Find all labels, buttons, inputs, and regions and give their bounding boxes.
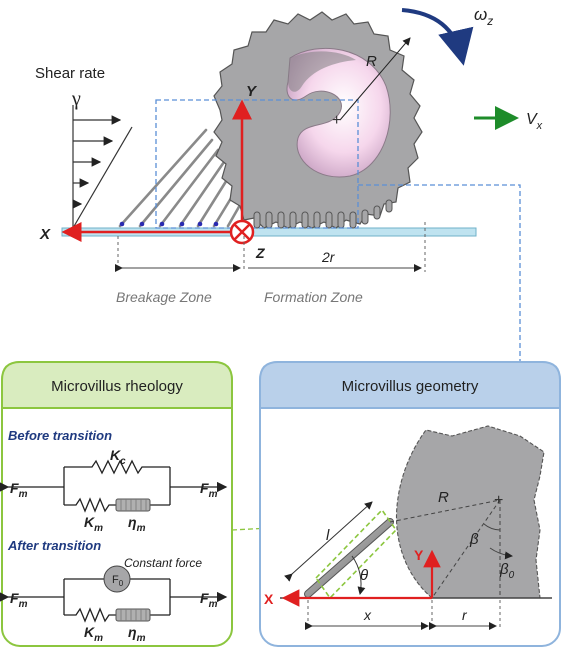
beta0-arc xyxy=(489,547,513,560)
fm-left-after: Fm xyxy=(10,590,28,610)
fm-right-before: Fm xyxy=(200,480,218,500)
eta-label-before: ηm xyxy=(128,514,146,534)
kc-label: Kc xyxy=(110,447,126,467)
fm-right-after: Fm xyxy=(200,590,218,610)
geometry-center: + xyxy=(494,492,503,509)
top-schematic: Shear rate γ xyxy=(35,5,543,368)
rheology-title: Microvillus rheology xyxy=(51,378,183,395)
geometry-y-label: Y xyxy=(414,547,424,563)
after-transition-label: After transition xyxy=(7,538,101,553)
zoom-box xyxy=(155,99,359,229)
radius-line xyxy=(389,499,501,523)
constant-force-label: Constant force xyxy=(124,556,202,570)
geometry-title: Microvillus geometry xyxy=(342,378,479,395)
dashpot-ribs-after xyxy=(120,609,147,621)
beta0-label: β0 xyxy=(499,561,515,581)
fm-left-before: Fm xyxy=(10,480,28,500)
circuit-before xyxy=(0,459,228,513)
before-transition-label: Before transition xyxy=(8,428,112,443)
leukocyte-cell xyxy=(213,11,423,229)
radius-arrow xyxy=(339,37,411,121)
rheology-panel: Microvillus rheology Before transition K… xyxy=(0,361,233,647)
geometry-cell-segment xyxy=(395,425,545,599)
x-dimension-label: x xyxy=(363,607,372,623)
x-axis-label: X xyxy=(39,226,51,243)
circuit-after xyxy=(0,578,228,623)
r-dimension-label: r xyxy=(462,607,468,623)
length-label: l xyxy=(326,527,330,544)
km-label-before: Km xyxy=(84,514,103,534)
z-axis-label: Z xyxy=(255,245,265,261)
omega-label: ωz xyxy=(474,5,493,28)
tether-anchors xyxy=(119,221,219,227)
f0-label: F0 xyxy=(112,574,124,588)
shear-profile xyxy=(72,105,133,229)
beta-label: β xyxy=(469,531,479,548)
beta-arc xyxy=(483,523,501,531)
nucleus-cavity xyxy=(286,47,391,178)
formation-zone-label: Formation Zone xyxy=(264,289,363,305)
km-label-after: Km xyxy=(84,624,103,644)
breakage-zone-label: Breakage Zone xyxy=(116,289,212,305)
geometry-panel: Microvillus geometry l θ + R β β0 X Y xyxy=(259,361,561,647)
formation-microvilli xyxy=(253,199,393,229)
dashpot-before xyxy=(115,498,151,512)
nucleus-shadow xyxy=(288,51,356,92)
theta-label: θ xyxy=(360,567,368,584)
geometry-x-label: X xyxy=(264,591,274,607)
eta-label-after: ηm xyxy=(128,624,146,644)
radius-label: R xyxy=(366,53,377,70)
length-arrow xyxy=(284,501,373,582)
z-axis-icon xyxy=(229,219,255,245)
dashpot-after xyxy=(115,608,151,622)
y-axis-label: Y xyxy=(246,83,258,100)
shear-rate-label: Shear rate xyxy=(35,65,105,82)
rotation-arrow xyxy=(401,8,474,66)
velocity-label: Vx xyxy=(526,111,543,132)
center-to-origin-line xyxy=(431,499,501,599)
constant-force-element xyxy=(103,565,131,593)
center-marker: + xyxy=(332,112,341,129)
gamma-symbol: γ xyxy=(71,88,81,110)
two-r-label: 2r xyxy=(321,249,336,265)
geometry-radius-label: R xyxy=(438,489,449,506)
theta-arc xyxy=(351,555,366,595)
zoom-leader xyxy=(358,184,521,368)
dashpot-ribs-before xyxy=(120,499,147,511)
